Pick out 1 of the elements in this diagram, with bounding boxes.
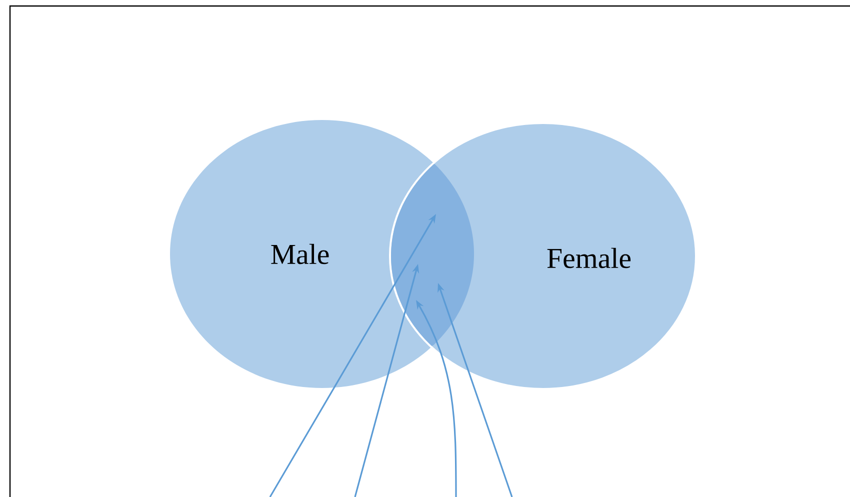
overlap-region <box>391 164 474 346</box>
